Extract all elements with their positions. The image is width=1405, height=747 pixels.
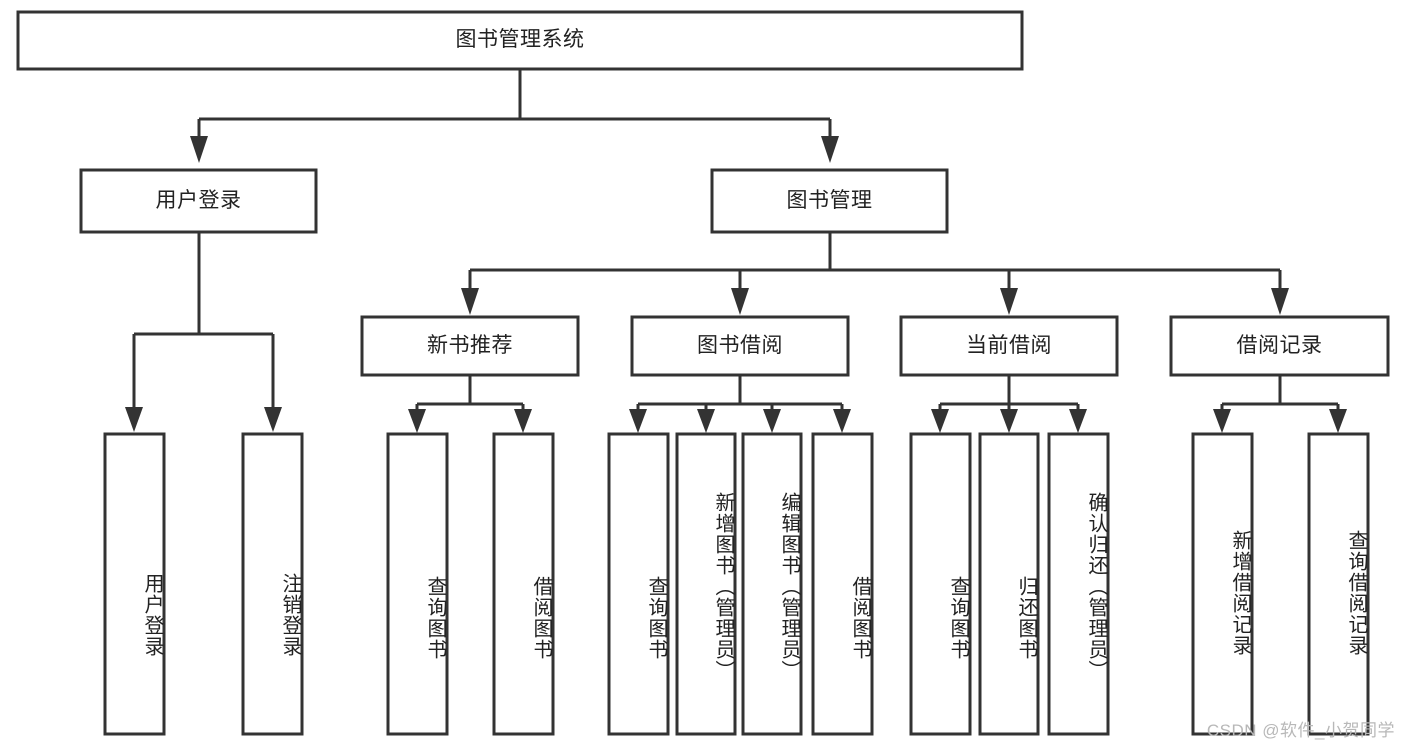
- edge-group-book-borrow: [629, 375, 851, 433]
- arrow-book-borrow-leaf-4: [833, 409, 851, 433]
- edge-group-book-mgmt: [461, 232, 1289, 315]
- node-box-book-borrow[interactable]: [630, 315, 850, 377]
- arrow-book-mgmt-to-borrow-record: [1271, 288, 1289, 315]
- node-box-new-book-rec[interactable]: [360, 315, 580, 377]
- node-box-leaf-logout[interactable]: [241, 432, 304, 736]
- arrow-user-login-leaf-1: [125, 407, 143, 432]
- node-box-user-login[interactable]: [79, 168, 318, 234]
- node-box-leaf-query-record[interactable]: [1307, 432, 1370, 736]
- node-box-leaf-query-book-3[interactable]: [909, 432, 972, 736]
- arrow-current-borrow-leaf-3: [1069, 409, 1087, 433]
- arrow-user-login-leaf-2: [264, 407, 282, 432]
- arrow-borrow-record-leaf-1: [1213, 409, 1231, 433]
- arrow-current-borrow-leaf-1: [931, 409, 949, 433]
- arrow-book-mgmt-to-current-borrow: [1000, 288, 1018, 315]
- node-box-leaf-user-login[interactable]: [103, 432, 166, 736]
- arrow-root-to-user-login: [190, 136, 208, 163]
- node-box-leaf-query-book-2[interactable]: [607, 432, 670, 736]
- arrow-book-mgmt-to-book-borrow: [731, 288, 749, 315]
- node-box-leaf-borrow-book-2[interactable]: [811, 432, 874, 736]
- node-box-leaf-confirm-return[interactable]: [1047, 432, 1110, 736]
- arrow-book-borrow-leaf-1: [629, 409, 647, 433]
- edge-group-borrow-record: [1213, 375, 1347, 433]
- arrow-new-book-rec-leaf-2: [514, 409, 532, 433]
- arrow-current-borrow-leaf-2: [1000, 409, 1018, 433]
- edge-group-new-book-rec: [408, 375, 532, 433]
- edge-group-user-login: [125, 232, 282, 432]
- node-box-borrow-record[interactable]: [1169, 315, 1390, 377]
- node-box-root[interactable]: [16, 10, 1024, 71]
- node-box-leaf-query-book-1[interactable]: [386, 432, 449, 736]
- arrow-root-to-book-mgmt: [821, 136, 839, 163]
- arrow-new-book-rec-leaf-1: [408, 409, 426, 433]
- node-box-leaf-return-book[interactable]: [978, 432, 1040, 736]
- arrow-book-mgmt-to-new-book-rec: [461, 288, 479, 315]
- edge-group-current-borrow: [931, 375, 1087, 433]
- arrow-book-borrow-leaf-3: [763, 409, 781, 433]
- csdn-watermark: CSDN @软件_小贺同学: [1206, 721, 1395, 740]
- arrow-borrow-record-leaf-2: [1329, 409, 1347, 433]
- node-box-leaf-edit-book[interactable]: [741, 432, 803, 736]
- node-box-current-borrow[interactable]: [899, 315, 1119, 377]
- edge-group-root: [190, 68, 839, 163]
- arrow-book-borrow-leaf-2: [697, 409, 715, 433]
- node-box-leaf-borrow-book-1[interactable]: [492, 432, 555, 736]
- node-box-book-mgmt[interactable]: [710, 168, 949, 234]
- node-box-leaf-add-book[interactable]: [675, 432, 737, 736]
- node-box-leaf-add-record[interactable]: [1191, 432, 1254, 736]
